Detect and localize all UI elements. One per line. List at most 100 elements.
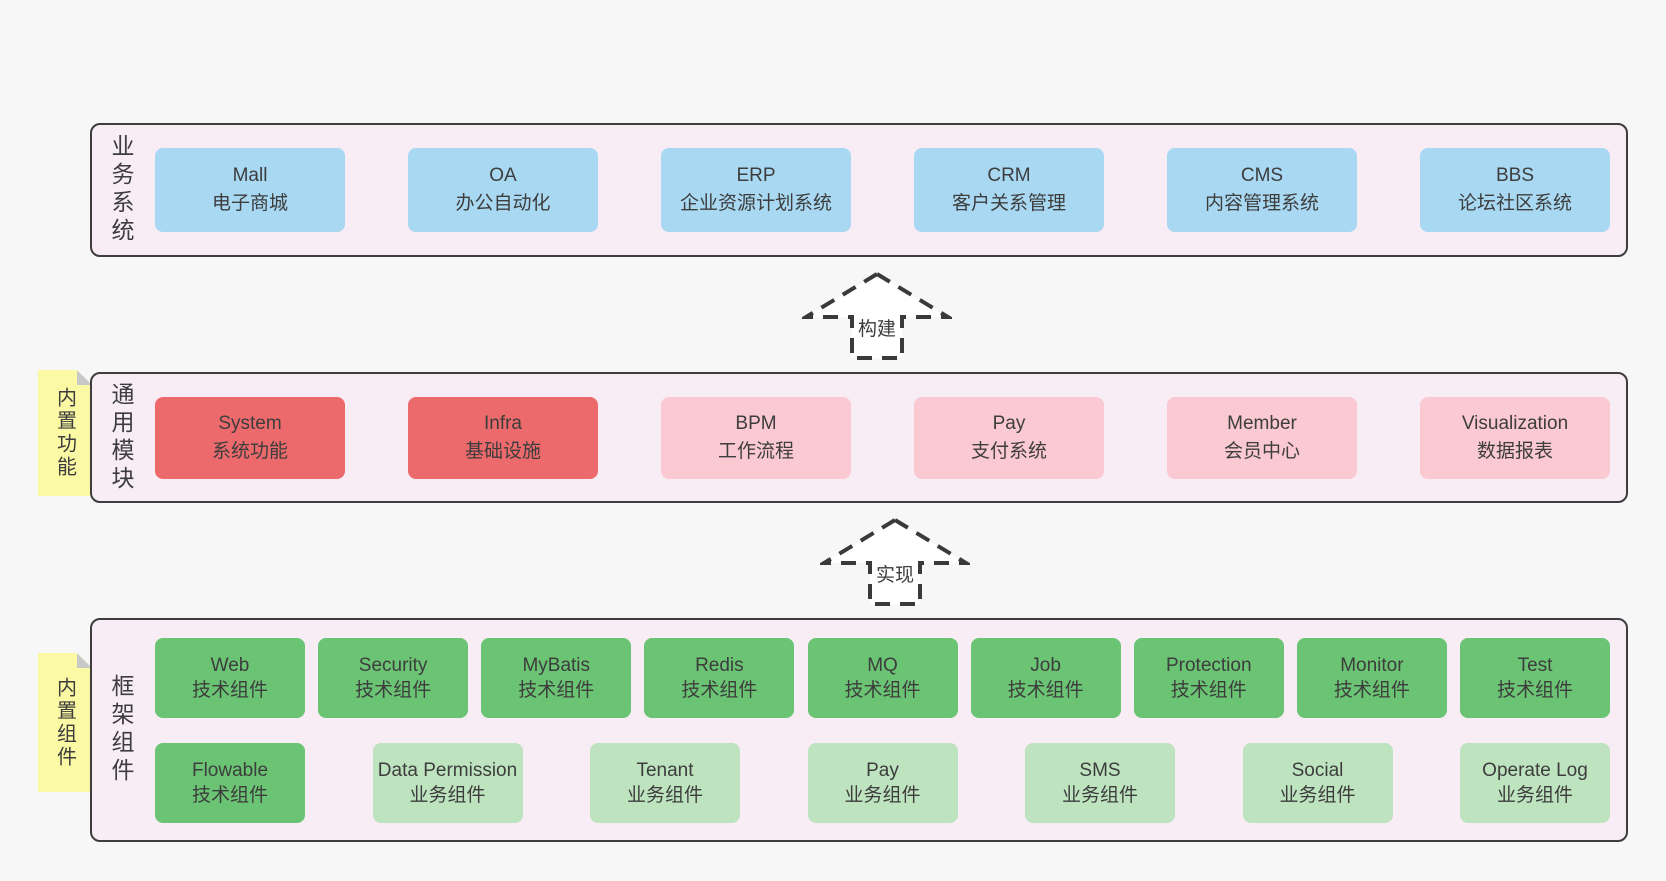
box-pay-system: Pay 支付系统 <box>914 396 1104 479</box>
box-subtitle: 支付系统 <box>970 440 1047 462</box>
box-bbs: BBS 论坛社区系统 <box>1420 148 1610 232</box>
box-title: Mall <box>232 165 268 187</box>
band-framework-components: 框架组件 Web 技术组件 Security 技术组件 MyBatis 技术组件… <box>90 618 1628 842</box>
box-subtitle: 技术组件 <box>1007 680 1084 701</box>
sticky-note-text: 内置功能 <box>53 387 76 479</box>
box-monitor: Monitor 技术组件 <box>1296 638 1447 718</box>
box-protection: Protection 技术组件 <box>1133 638 1284 718</box>
box-security: Security 技术组件 <box>318 638 469 718</box>
box-member: Member 会员中心 <box>1167 396 1357 479</box>
box-title: Visualization <box>1461 412 1569 434</box>
box-crm: CRM 客户关系管理 <box>914 148 1104 232</box>
arrow-build-label: 构建 <box>854 314 900 341</box>
box-mall: Mall 电子商城 <box>155 148 345 232</box>
band-framework-grid: Web 技术组件 Security 技术组件 MyBatis 技术组件 Redi… <box>155 638 1610 823</box>
box-subtitle: 基础设施 <box>464 440 541 462</box>
box-subtitle: 业务组件 <box>844 785 921 806</box>
box-subtitle: 数据报表 <box>1476 440 1553 462</box>
box-title: Social <box>1291 759 1344 781</box>
box-title: Security <box>358 654 428 676</box>
arrow-build: 构建 <box>802 270 952 362</box>
box-subtitle: 客户关系管理 <box>951 193 1066 214</box>
box-title: Pay <box>866 759 899 781</box>
box-title: ERP <box>736 165 776 187</box>
band-business-label: 业务系统 <box>108 134 134 246</box>
box-title: Test <box>1517 654 1553 676</box>
box-subtitle: 电子商城 <box>211 193 288 214</box>
box-subtitle: 技术组件 <box>1170 680 1247 701</box>
box-title: BPM <box>735 412 777 434</box>
box-title: SMS <box>1079 759 1121 781</box>
box-subtitle: 技术组件 <box>844 680 921 701</box>
box-title: Infra <box>483 412 523 434</box>
box-subtitle: 技术组件 <box>1333 680 1410 701</box>
box-bpm: BPM 工作流程 <box>661 396 851 479</box>
box-visualization: Visualization 数据报表 <box>1420 396 1610 479</box>
arrow-implement: 实现 <box>820 516 970 608</box>
box-job: Job 技术组件 <box>970 638 1121 718</box>
box-title: Pay <box>992 412 1026 434</box>
box-test: Test 技术组件 <box>1460 638 1610 718</box>
box-subtitle: 技术组件 <box>1496 680 1573 701</box>
box-subtitle: 业务组件 <box>1496 785 1573 806</box>
box-subtitle: 论坛社区系统 <box>1457 193 1572 214</box>
box-subtitle: 会员中心 <box>1223 440 1300 462</box>
box-title: Data Permission <box>377 759 518 781</box>
box-subtitle: 业务组件 <box>409 785 486 806</box>
box-title: Tenant <box>636 759 694 781</box>
box-title: Member <box>1227 412 1297 434</box>
box-subtitle: 工作流程 <box>717 440 794 462</box>
box-subtitle: 企业资源计划系统 <box>679 193 832 214</box>
box-pay-component: Pay 业务组件 <box>807 743 958 823</box>
band-business-systems: 业务系统 Mall 电子商城 OA 办公自动化 ERP 企业资源计划系统 CRM… <box>90 123 1628 257</box>
box-oa: OA 办公自动化 <box>408 148 598 232</box>
band-common-modules: 通用模块 System 系统功能 Infra 基础设施 BPM 工作流程 Pay… <box>90 372 1628 503</box>
box-data-permission: Data Permission 业务组件 <box>372 743 523 823</box>
box-title: CRM <box>987 165 1031 187</box>
box-infra: Infra 基础设施 <box>408 396 598 479</box>
box-cms: CMS 内容管理系统 <box>1167 148 1357 232</box>
band-modules-row: System 系统功能 Infra 基础设施 BPM 工作流程 Pay 支付系统… <box>155 396 1610 479</box>
band-modules-label: 通用模块 <box>108 381 134 494</box>
box-sms: SMS 业务组件 <box>1025 743 1175 823</box>
box-subtitle: 技术组件 <box>355 680 432 701</box>
box-title: Redis <box>695 654 744 676</box>
box-tenant: Tenant 业务组件 <box>590 743 740 823</box>
box-subtitle: 技术组件 <box>191 785 268 806</box>
box-title: CMS <box>1240 165 1284 187</box>
box-subtitle: 系统功能 <box>211 440 288 462</box>
box-title: Job <box>1030 654 1061 676</box>
box-title: BBS <box>1495 165 1535 187</box>
box-subtitle: 技术组件 <box>681 680 758 701</box>
box-title: Protection <box>1165 654 1252 676</box>
box-subtitle: 业务组件 <box>1061 785 1138 806</box>
box-operate-log: Operate Log 业务组件 <box>1460 743 1610 823</box>
box-subtitle: 业务组件 <box>626 785 703 806</box>
box-title: MyBatis <box>522 654 591 676</box>
box-mybatis: MyBatis 技术组件 <box>481 638 632 718</box>
box-erp: ERP 企业资源计划系统 <box>661 148 851 232</box>
box-title: System <box>218 412 282 434</box>
box-title: Web <box>210 654 250 676</box>
box-flowable: Flowable 技术组件 <box>155 743 305 823</box>
box-mq: MQ 技术组件 <box>807 638 958 718</box>
box-title: Monitor <box>1340 654 1404 676</box>
box-title: Flowable <box>191 759 269 781</box>
box-title: Operate Log <box>1482 759 1588 781</box>
box-title: MQ <box>867 654 898 676</box>
box-subtitle: 业务组件 <box>1279 785 1356 806</box>
sticky-note-text: 内置组件 <box>53 676 76 769</box>
box-web: Web 技术组件 <box>155 638 305 718</box>
box-redis: Redis 技术组件 <box>644 638 795 718</box>
box-subtitle: 内容管理系统 <box>1204 193 1319 214</box>
box-subtitle: 技术组件 <box>191 680 268 701</box>
box-title: OA <box>489 165 517 187</box>
sticky-note-built-in-components: 内置组件 <box>38 653 92 792</box>
box-system: System 系统功能 <box>155 396 345 479</box>
sticky-note-built-in-features: 内置功能 <box>38 370 92 496</box>
box-social: Social 业务组件 <box>1242 743 1393 823</box>
band-business-row: Mall 电子商城 OA 办公自动化 ERP 企业资源计划系统 CRM 客户关系… <box>155 148 1610 232</box>
arrow-implement-label: 实现 <box>872 560 918 587</box>
box-subtitle: 技术组件 <box>518 680 595 701</box>
